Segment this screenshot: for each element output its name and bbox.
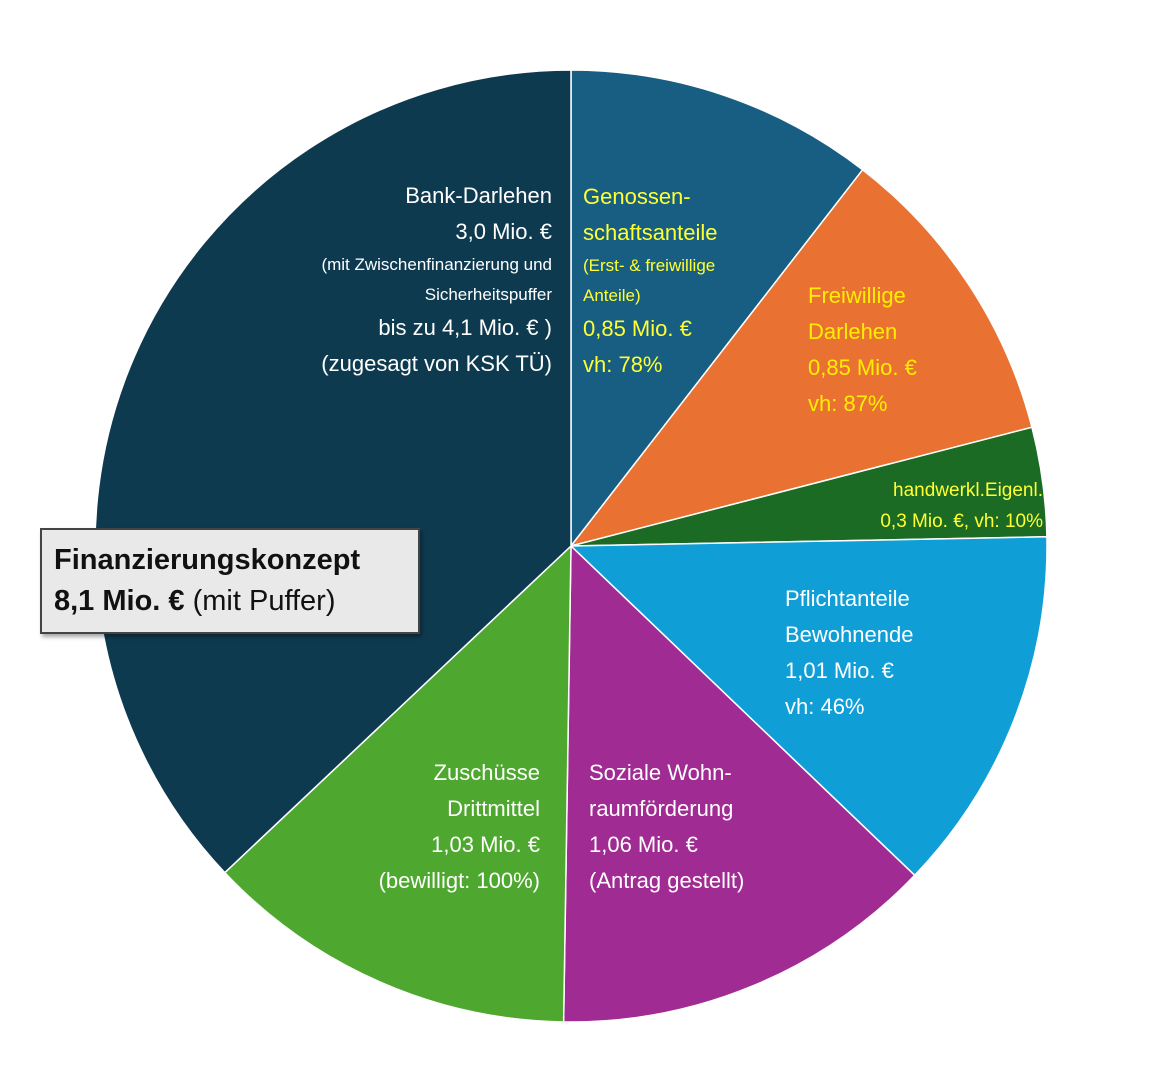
label-zuschuesse-drittmittel: Zuschüsse Drittmittel 1,03 Mio. € (bewil… bbox=[379, 755, 540, 899]
label-line: bis zu 4,1 Mio. € ) bbox=[378, 315, 552, 340]
label-bank-darlehen: Bank-Darlehen 3,0 Mio. € (mit Zwischenfi… bbox=[321, 178, 552, 382]
label-line: 3,0 Mio. € bbox=[455, 219, 552, 244]
label-line: (mit Zwischenfinanzierung und bbox=[321, 255, 552, 274]
chart-total: 8,1 Mio. € (mit Puffer) bbox=[54, 580, 418, 622]
label-line: 1,01 Mio. € bbox=[785, 658, 894, 683]
label-line: Drittmittel bbox=[447, 796, 540, 821]
label-line: (zugesagt von KSK TÜ) bbox=[321, 351, 552, 376]
pie-slice-pflichtanteile-bewohnende bbox=[569, 536, 1048, 877]
label-line: Bewohnende bbox=[785, 622, 914, 647]
label-line: schaftsanteile bbox=[583, 220, 718, 245]
label-line: (Erst- & freiwillige bbox=[583, 256, 716, 275]
label-line: 0,85 Mio. € bbox=[583, 316, 692, 341]
label-line: Sicherheitspuffer bbox=[424, 285, 552, 304]
label-line: Genossen- bbox=[583, 184, 691, 209]
label-line: 0,85 Mio. € bbox=[808, 355, 917, 380]
label-line: Bank-Darlehen bbox=[405, 183, 552, 208]
label-line: vh: 46% bbox=[785, 694, 865, 719]
label-line: Anteile) bbox=[583, 286, 641, 305]
chart-title: Finanzierungskonzept bbox=[54, 544, 361, 576]
label-line: (Antrag gestellt) bbox=[589, 868, 745, 893]
label-line: Soziale Wohn- bbox=[589, 760, 732, 785]
label-freiwillige-darlehen: Freiwillige Darlehen 0,85 Mio. € vh: 87% bbox=[808, 278, 917, 422]
label-line: Freiwillige bbox=[808, 283, 906, 308]
label-line: 1,03 Mio. € bbox=[431, 832, 540, 857]
label-line: Zuschüsse bbox=[433, 760, 540, 785]
pie-slice-freiwillige-darlehen bbox=[569, 168, 1033, 548]
label-line: vh: 78% bbox=[583, 352, 663, 377]
label-line: 0,3 Mio. €, vh: 10% bbox=[880, 511, 1043, 532]
label-line: Darlehen bbox=[808, 319, 898, 344]
pie-slice-soziale-wohnraumförderung bbox=[562, 544, 916, 1023]
label-line: 1,06 Mio. € bbox=[589, 832, 698, 857]
label-line: Pflichtanteile bbox=[785, 586, 910, 611]
chart-title-box: Finanzierungskonzept 8,1 Mio. € (mit Puf… bbox=[40, 528, 420, 634]
label-line: (bewilligt: 100%) bbox=[378, 868, 540, 893]
pie-slice-bank-darlehen bbox=[94, 69, 572, 874]
label-pflichtanteile: Pflichtanteile Bewohnende 1,01 Mio. € vh… bbox=[785, 581, 913, 725]
label-genossenschaftsanteile: Genossen- schaftsanteile (Erst- & freiwi… bbox=[583, 179, 718, 383]
label-line: vh: 87% bbox=[808, 391, 888, 416]
total-note: (mit Puffer) bbox=[192, 585, 336, 617]
label-handwerkliche-eigenleistung: handwerkl.Eigenl. 0,3 Mio. €, vh: 10% bbox=[880, 475, 1043, 537]
label-soziale-wohnraumfoerderung: Soziale Wohn- raumförderung 1,06 Mio. € … bbox=[589, 755, 744, 899]
pie-slice-zuschüsse-drittmittel bbox=[223, 544, 572, 1023]
total-value: 8,1 Mio. € bbox=[54, 585, 185, 617]
label-line: raumförderung bbox=[589, 796, 734, 821]
label-line: handwerkl.Eigenl. bbox=[893, 480, 1043, 501]
pie-slice-genossenschaftsanteile bbox=[570, 69, 864, 549]
